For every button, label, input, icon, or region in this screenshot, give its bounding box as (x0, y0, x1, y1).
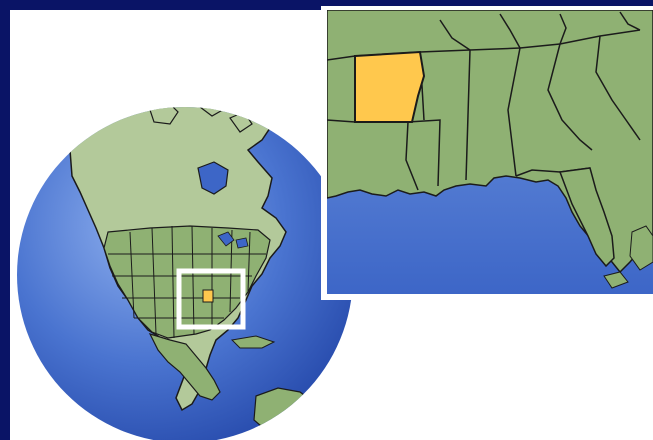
inset-map (321, 6, 653, 300)
florida (558, 167, 615, 268)
hudson-bay (197, 161, 229, 195)
caribbean-islands (603, 225, 653, 289)
cuba (230, 335, 276, 349)
globe-highlight-state (202, 289, 214, 303)
arkansas-highlight (354, 50, 426, 123)
inset-state-borders (327, 11, 641, 191)
globe (17, 107, 353, 440)
locator-box (176, 268, 246, 330)
mexico-land (148, 333, 221, 401)
great-lakes (217, 231, 249, 249)
